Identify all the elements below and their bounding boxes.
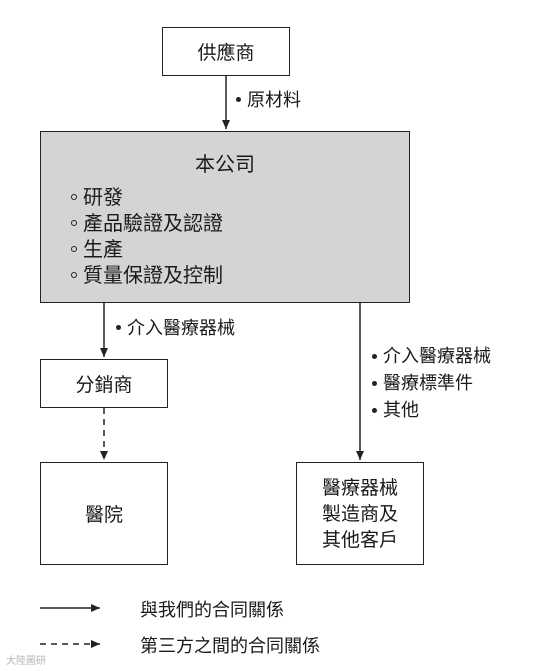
edge-label-item: 其他 (372, 397, 491, 424)
bullet-dot-icon (372, 408, 377, 413)
node-distributor: 分銷商 (40, 359, 168, 408)
node-company-title: 本公司 (195, 152, 255, 176)
edge-label-item: 介入醫療器械 (372, 343, 491, 370)
node-manufacturer-line: 製造商及 (321, 502, 398, 525)
node-company: 本公司 研發 產品驗證及認證 生產 質量保證及控制 (40, 131, 410, 303)
bullet-dot-icon (372, 381, 377, 386)
hollow-bullet-icon (71, 220, 77, 226)
company-function-item: 質量保證及控制 (71, 262, 223, 288)
node-hospital-label: 醫院 (84, 504, 123, 526)
company-function-item: 生產 (71, 236, 223, 262)
legend-solid-label: 與我們的合同關係 (140, 600, 284, 621)
legend-dashed-label: 第三方之間的合同關係 (140, 636, 320, 657)
company-function-item: 研發 (71, 184, 223, 210)
hollow-bullet-icon (71, 246, 77, 252)
node-supplier: 供應商 (162, 27, 290, 76)
node-distributor-label: 分銷商 (75, 374, 133, 396)
node-supplier-label: 供應商 (197, 42, 255, 64)
edge-label-raw-materials: 原材料 (236, 86, 301, 112)
bullet-dot-icon (236, 96, 241, 102)
hollow-bullet-icon (71, 194, 77, 200)
node-hospital: 醫院 (40, 462, 168, 565)
node-manufacturer-line: 其他客戶 (321, 528, 398, 551)
hollow-bullet-icon (71, 272, 77, 278)
bullet-dot-icon (372, 354, 377, 359)
watermark: 大陸圖研 (6, 656, 46, 667)
node-manufacturer: 醫療器械 製造商及 其他客戶 (296, 462, 424, 565)
bullet-dot-icon (116, 324, 121, 330)
company-function-item: 產品驗證及認證 (71, 210, 223, 236)
edge-label-manufacturer-products: 介入醫療器械 醫療標準件 其他 (372, 343, 491, 424)
edge-label-distributor-products: 介入醫療器械 (116, 314, 235, 340)
company-function-list: 研發 產品驗證及認證 生產 質量保證及控制 (71, 184, 223, 288)
edge-label-item: 醫療標準件 (372, 370, 491, 397)
node-manufacturer-line: 醫療器械 (321, 476, 398, 499)
